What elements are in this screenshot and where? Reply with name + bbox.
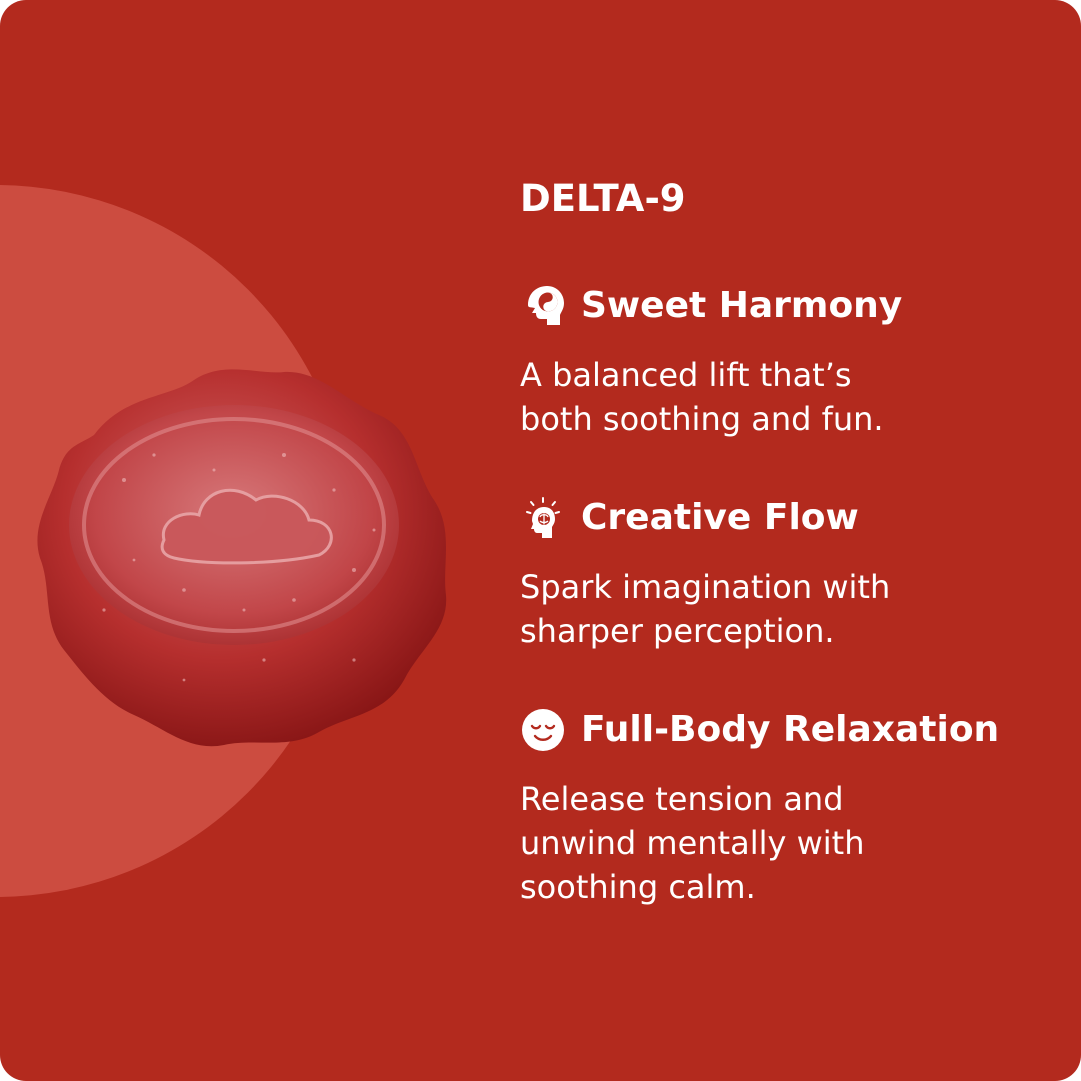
feature-title: Creative Flow (581, 497, 859, 538)
yin-yang-head-icon (520, 283, 566, 329)
feature-creative-flow: Creative Flow Spark imagination with sha… (520, 493, 1060, 653)
feature-description-line: sharper perception. (520, 612, 835, 650)
content-column: DELTA-9 Sweet Harmony A balanced lift th… (520, 175, 1060, 906)
feature-header: Sweet Harmony (520, 281, 1060, 331)
feature-description-line: Release tension and (520, 780, 844, 818)
product-title: DELTA-9 (520, 177, 686, 220)
feature-header: Creative Flow (520, 493, 1060, 543)
feature-title: Sweet Harmony (581, 285, 903, 326)
red-gummy-image (37, 369, 447, 747)
feature-sweet-harmony: Sweet Harmony A balanced lift that’s bot… (520, 281, 1060, 441)
feature-description-line: both soothing and fun. (520, 400, 884, 438)
feature-description: Release tension and unwind mentally with… (520, 777, 960, 909)
feature-description: A balanced lift that’s both soothing and… (520, 353, 960, 441)
feature-title: Full-Body Relaxation (581, 709, 1000, 750)
brain-lightbulb-head-icon (520, 495, 566, 541)
feature-header: Full-Body Relaxation (520, 705, 1060, 755)
relaxed-face-icon (520, 707, 566, 753)
feature-description-line: Spark imagination with (520, 568, 891, 606)
feature-full-body-relaxation: Full-Body Relaxation Release tension and… (520, 705, 1060, 909)
feature-description: Spark imagination with sharper perceptio… (520, 565, 960, 653)
feature-description-line: soothing calm. (520, 868, 756, 906)
feature-description-line: A balanced lift that’s (520, 356, 852, 394)
feature-description-line: unwind mentally with (520, 824, 865, 862)
